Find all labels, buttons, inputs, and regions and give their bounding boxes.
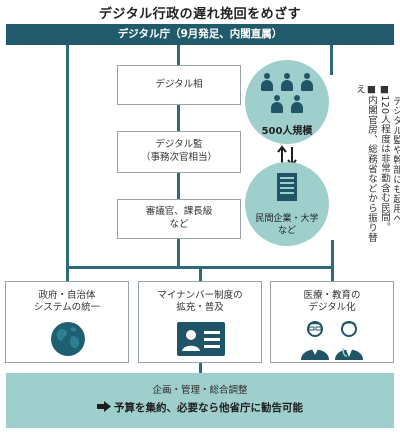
coordination-title: 企画・管理・総合調整 [152,385,248,396]
note-appointment: デジタル監や幹部にも起用へ [391,96,400,224]
globe-icon [51,322,85,356]
page-title: デジタル行政の遅れ挽回をめざす [98,7,302,22]
connector-drop-left [66,266,69,282]
role-councilors-label: 審議官、課長級 [145,206,213,218]
staff-circle: 500人規模 [245,60,329,144]
connector-left-vertical [66,45,69,267]
note-private-staff: ■120人程度は非常勤含む民間。 [379,84,390,232]
card-medical-line1: 医療・教育の [303,290,361,301]
agency-bar: デジタル庁（9月発足、内閣直属） [6,24,394,45]
card-medical-line2: デジタル化 [308,302,356,313]
person-icon [300,73,314,91]
coordination-description-row: 予算を集約、必要なら他省庁に勧告可能 [6,400,394,415]
card-medical-education: 医療・教育の デジタル化 [270,281,394,363]
person-icon [270,95,284,113]
id-card-icon [177,322,225,356]
role-supervisor-label: デジタル監 [155,139,203,151]
doctors-icon [301,321,363,360]
person-icon [280,73,294,91]
connector-bottom-drop [199,363,202,374]
person-icon [290,95,304,113]
role-councilors-sublabel: など [169,219,189,230]
staff-scale-label: 500人規模 [261,126,313,137]
card-my-number: マイナンバー制度の 拡充・普及 [138,281,262,363]
connector-right-vertical [330,45,333,75]
private-sector-suffix: など [277,226,296,236]
connector-drop-center [199,266,202,282]
private-sector-label: 民間企業・大学 [255,214,319,224]
note-transfer: ■内閣官房、総務省などから振り替え [354,84,377,243]
connector-drop-right [331,266,334,282]
card-mynumber-line1: マイナンバー制度の [157,290,243,301]
card-government-line1: 政府・自治体 [38,290,96,301]
building-icon [277,173,297,201]
role-box-councilors: 審議官、課長級 など [117,199,241,239]
role-box-digital-supervisor: デジタル監 （事務次官相当） [117,131,241,173]
card-government-line2: システムの統一 [33,302,101,313]
card-government-systems: 政府・自治体 システムの統一 [5,281,129,363]
role-minister-label: デジタル相 [155,78,203,90]
role-box-minister: デジタル相 [117,65,241,105]
private-sector-circle: 民間企業・大学 など [245,162,329,246]
arrow-right-icon [97,401,111,412]
role-supervisor-sublabel: （事務次官相当） [140,152,217,163]
coordination-description: 予算を集約、必要なら他省庁に勧告可能 [114,402,303,414]
person-icon [260,73,274,91]
card-mynumber-line2: 拡充・普及 [176,302,224,313]
coordination-box: 企画・管理・総合調整 予算を集約、必要なら他省庁に勧告可能 [6,373,394,428]
connector-right-to-bottom [331,240,334,269]
